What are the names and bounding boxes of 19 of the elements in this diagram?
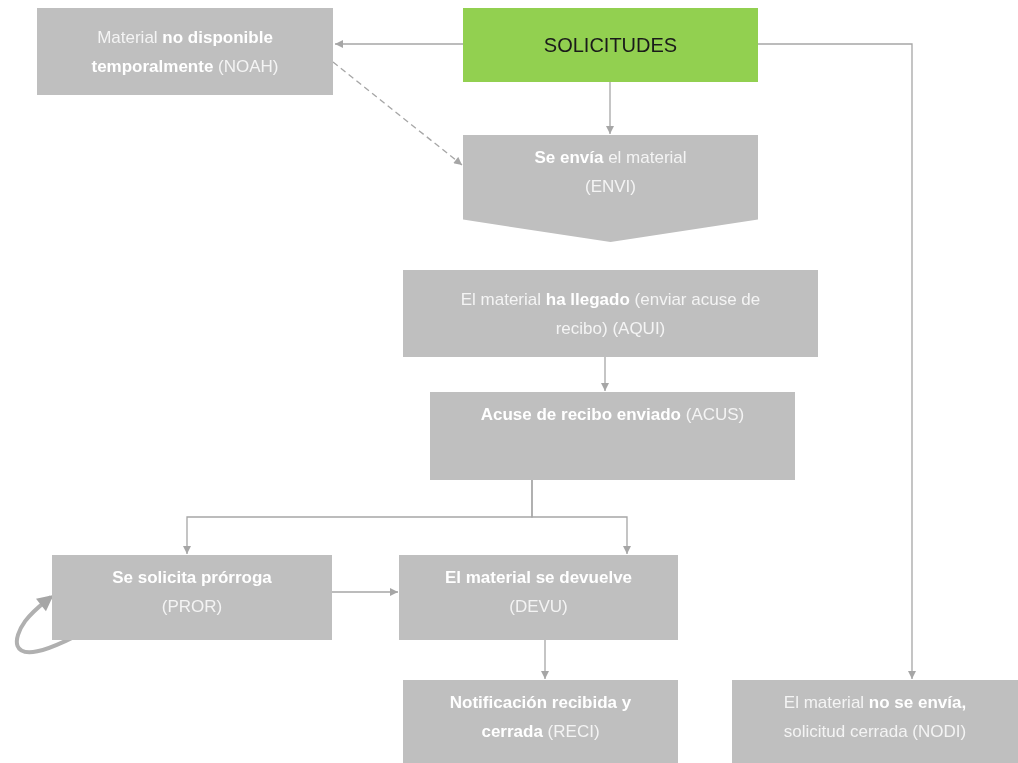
process-box xyxy=(403,270,818,357)
arrow xyxy=(332,61,463,166)
arrow xyxy=(331,588,399,596)
process-box xyxy=(732,680,1018,763)
node-text: SOLICITUDES xyxy=(543,32,678,58)
process-box xyxy=(52,555,332,640)
process-box xyxy=(403,680,678,763)
process-box xyxy=(430,392,795,480)
arrow-shaped-box xyxy=(463,135,758,242)
arrow xyxy=(606,81,614,135)
arrow xyxy=(14,595,73,655)
arrow xyxy=(601,356,609,392)
arrow xyxy=(334,40,464,48)
process-box xyxy=(463,8,758,82)
arrow xyxy=(757,43,916,680)
process-box xyxy=(399,555,678,640)
process-box xyxy=(37,8,333,95)
arrow xyxy=(531,479,631,555)
arrow xyxy=(541,639,549,680)
